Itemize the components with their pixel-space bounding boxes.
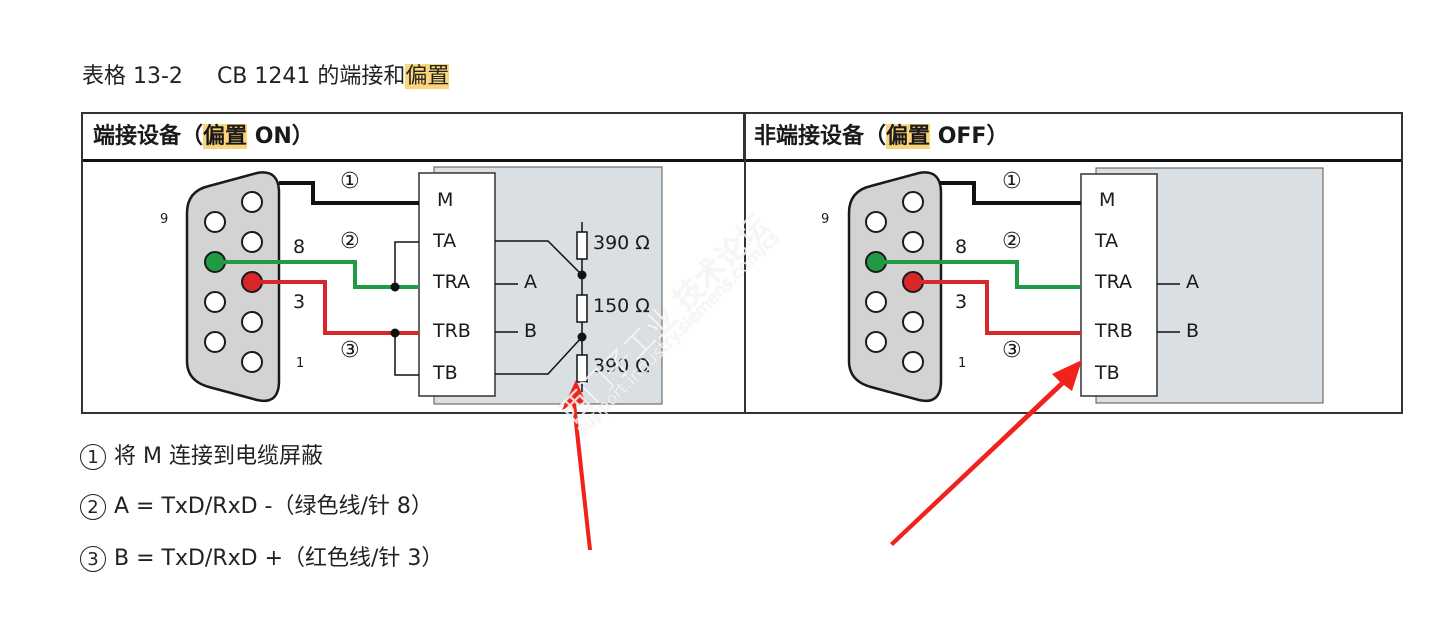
column-divider: [744, 114, 746, 412]
header-text: 端接设备（: [93, 124, 204, 149]
table-number: 表格 13-2: [82, 64, 183, 89]
pin-5: [241, 191, 263, 213]
highlighted-term: 偏置: [886, 124, 931, 149]
pin-9: [204, 211, 226, 233]
red-wire: [913, 280, 1081, 335]
green-wire: [876, 260, 1081, 289]
legend-text: B = TxD/RxD +（红色线/针 3）: [114, 546, 444, 571]
resistor-150: [576, 294, 588, 323]
jumper-ta-tra: [394, 241, 419, 287]
jumper-trb-tb: [394, 333, 419, 376]
resistor-390-bottom: [576, 354, 588, 383]
db9-connector: [185, 171, 281, 403]
red-wire: [252, 280, 419, 335]
header-terminated: 端接设备（偏置 ON）: [83, 114, 744, 159]
table-title: CB 1241 的端接和: [216, 64, 406, 89]
header-unterminated: 非端接设备（偏置 OFF）: [744, 114, 1403, 159]
legend-text: 将 M 连接到电缆屏蔽: [114, 444, 323, 469]
header-text: 非端接设备（: [754, 124, 887, 149]
terminal-block: [418, 172, 496, 397]
green-wire: [215, 260, 419, 289]
table-caption: 表格 13-2 CB 1241 的端接和偏置: [82, 58, 450, 90]
header-text: OFF）: [930, 124, 1009, 149]
junction-dot: [390, 328, 400, 338]
pin-2: [241, 311, 263, 333]
termination-table: 端接设备（偏置 ON） 非端接设备（偏置 OFF）: [81, 112, 1403, 414]
highlighted-term: 偏置: [405, 64, 450, 89]
terminal-block: [1080, 173, 1158, 397]
legend-number: 3: [80, 546, 106, 572]
diagram-unterminated: [847, 167, 1324, 404]
junction-dot: [577, 270, 587, 280]
arrow-to-terminal: [890, 360, 1082, 546]
highlighted-term: 偏置: [203, 124, 248, 149]
shield-wire: [940, 181, 1081, 205]
legend-item-2: 2 A = TxD/RxD -（绿色线/针 8）: [80, 488, 433, 520]
legend-number: 2: [80, 494, 106, 520]
pin-6: [204, 331, 226, 353]
junction-dot: [577, 332, 587, 342]
pin-4: [241, 231, 263, 253]
shield-wire: [279, 181, 419, 205]
header-text: ON）: [247, 124, 314, 149]
db9-connector: [847, 171, 943, 403]
ta-to-resistor: [495, 240, 583, 276]
pin-7: [204, 291, 226, 313]
legend-item-3: 3 B = TxD/RxD +（红色线/针 3）: [80, 540, 443, 572]
resistor-390-top: [576, 231, 588, 260]
legend-item-1: 1 将 M 连接到电缆屏蔽: [80, 438, 323, 470]
legend-text: A = TxD/RxD -（绿色线/针 8）: [114, 494, 433, 519]
junction-dot: [390, 282, 400, 292]
header-divider: [83, 159, 1401, 162]
legend-number: 1: [80, 444, 106, 470]
pin-1: [241, 351, 263, 373]
arrow-to-resistor: [562, 380, 592, 550]
annotation-arrows: [562, 360, 1082, 550]
tb-to-resistor: [495, 336, 583, 375]
diagram-terminated: [185, 166, 663, 405]
